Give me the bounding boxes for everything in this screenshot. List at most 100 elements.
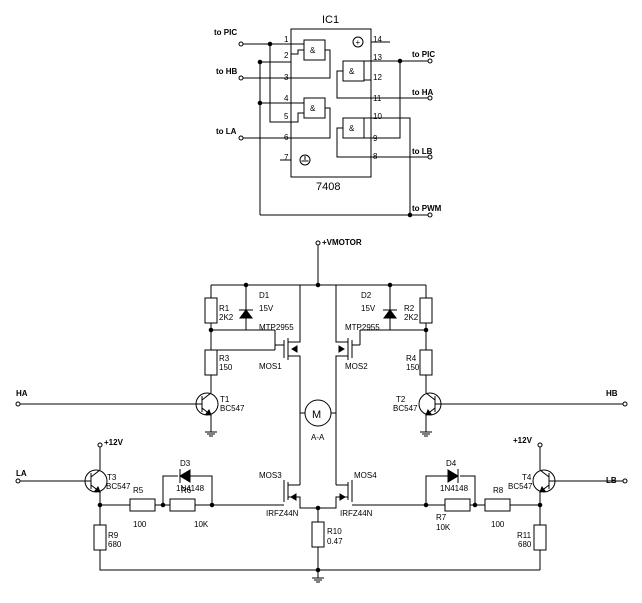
t1-ground-icon [205,431,217,437]
ic-part: 7408 [316,181,340,193]
t3-name: T3 [107,473,117,482]
r1-name: R1 [219,304,230,313]
zener-d1 [239,309,253,319]
r2-value: 2K2 [404,313,419,322]
vcc-symbol: + [356,38,361,47]
pin-10: 10 [373,112,382,121]
motor-icon [304,399,332,427]
resistor-r1 [204,297,218,324]
mos1-part: MTP2955 [259,323,294,332]
r10-value: 0.47 [327,537,343,546]
d3-value: 1N4148 [176,484,205,493]
r2-name: R2 [404,304,415,313]
label-to-pwm: to PWM [412,204,442,213]
t3-value: BC547 [106,482,131,491]
mos1-name: MOS1 [259,362,282,371]
t4-value: BC547 [508,482,533,491]
label-to-hb: to HB [216,67,238,76]
label-12v-right: +12V [513,436,533,445]
r9-name: R9 [108,531,119,540]
resistor-r2 [419,297,433,324]
label-to-lb: to LB [412,147,433,156]
label-to-pic-left: to PIC [214,28,237,37]
r7-value: 10K [436,523,451,532]
r6-name: R6 [181,486,192,495]
gate-1-symbol: & [310,46,316,55]
gate-4-symbol: & [349,124,355,133]
zener-d2 [383,309,397,319]
label-to-pic-right: to PIC [412,50,435,59]
t1-value: BC547 [220,404,245,413]
pin-7: 7 [284,153,289,162]
h-bridge: +VMOTOR R1 2K2 D1 15V R3 150 T1 BC547 HA… [15,238,628,583]
pin-13: 13 [373,53,382,62]
resistor-r3 [204,349,218,376]
resistor-r4 [419,349,433,376]
r9-value: 680 [108,540,122,549]
gnd-pin-mark [301,156,309,162]
gnd-pin-icon [299,154,311,166]
resistor-r11 [533,524,547,551]
vcc-icon [352,36,364,48]
d4-name: D4 [446,459,457,468]
label-12v-left: +12V [104,438,124,447]
d2-name: D2 [361,291,372,300]
r7-name: R7 [436,513,447,522]
r5-value: 100 [133,520,147,529]
motor-symbol: M [312,409,321,421]
ic-right-wiring [260,41,430,216]
input-la: LA [16,469,27,478]
mos2-name: MOS2 [345,362,368,371]
resistor-r9 [93,524,107,551]
r6-value: 10K [194,520,209,529]
t2-value: BC547 [393,404,418,413]
pin-12: 12 [373,73,382,82]
resistor-r7 [444,498,471,512]
vmotor-rail [211,245,426,286]
resistor-r6 [169,498,196,512]
d4-value: 1N4148 [440,484,469,493]
r5-name: R5 [133,486,144,495]
pin-1: 1 [284,35,289,44]
pin-5: 5 [284,112,289,121]
label-to-la: to LA [216,127,237,136]
r8-value: 100 [491,520,505,529]
r4-value: 150 [406,363,420,372]
ic1: IC1 7408 1 2 3 4 5 6 7 8 9 10 11 12 13 1… [214,14,442,218]
mos3-part: IRFZ44N [266,509,299,518]
t2-ground-icon [420,431,432,437]
r11-value: 680 [518,540,532,549]
r4-name: R4 [406,354,417,363]
pin-14: 14 [373,35,382,44]
gate-2-symbol: & [310,104,316,113]
diode-d4 [447,469,459,483]
resistor-r10 [311,521,325,548]
label-vmotor: +VMOTOR [322,238,362,247]
ic-left-wiring [241,43,291,215]
r10-name: R10 [327,527,342,536]
t2-name: T2 [396,395,406,404]
mos2-part: MTP2955 [345,323,380,332]
diode-d3 [179,469,191,483]
r3-value: 150 [219,363,233,372]
main-ground-icon [312,577,324,583]
gate-wiring [291,43,371,158]
d1-value: 15V [259,304,274,313]
resistor-r5 [129,498,156,512]
input-ha: HA [16,389,28,398]
input-hb: HB [606,389,618,398]
d3-name: D3 [180,459,191,468]
motor-name: A-A [311,433,325,442]
mos3-name: MOS3 [259,471,282,480]
r3-name: R3 [219,354,230,363]
d2-value: 15V [361,304,376,313]
r1-value: 2K2 [219,313,234,322]
mos4-part: IRFZ44N [340,509,373,518]
pin-2: 2 [284,51,289,60]
pin-4: 4 [284,94,289,103]
ic-name: IC1 [322,14,339,26]
d1-name: D1 [259,291,270,300]
t4-name: T4 [522,473,532,482]
input-lb: LB [606,476,617,485]
